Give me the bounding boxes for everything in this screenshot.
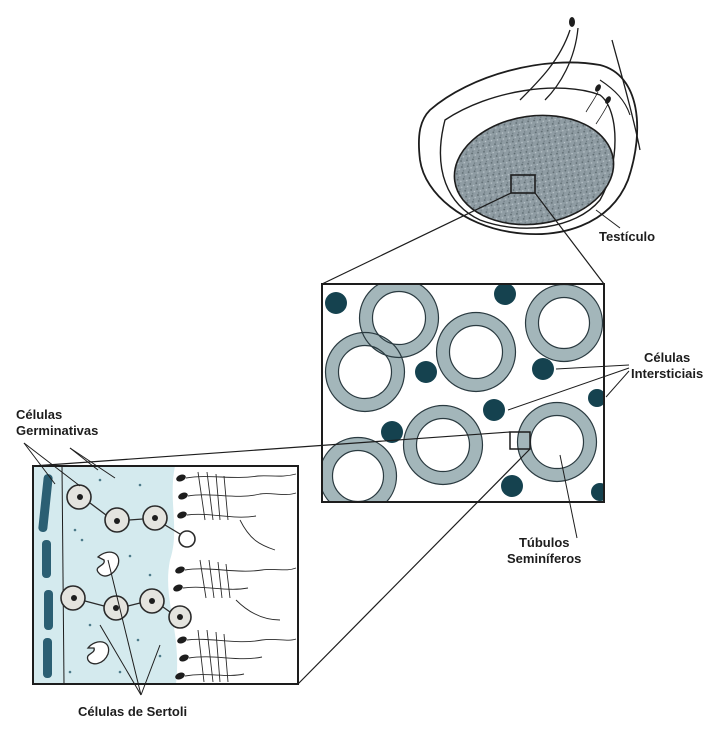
interstitial-cell — [532, 358, 554, 380]
interstitial-cell — [494, 283, 516, 305]
germinal-label-line1: Células — [16, 407, 98, 423]
basement-cell — [43, 638, 52, 678]
sertoli-cells-label: Células de Sertoli — [78, 704, 187, 720]
tubules-label-line1: Túbulos — [507, 535, 581, 551]
interstitial-label-line1: Células — [631, 350, 703, 366]
tubule-cross-section — [320, 279, 610, 515]
basement-cell — [44, 590, 53, 630]
interstitial-cell — [483, 399, 505, 421]
testis-label-text: Testículo — [599, 229, 655, 244]
tubules-label-line2: Seminíferos — [507, 551, 581, 567]
sperm-head-icon — [594, 83, 602, 92]
interstitial-label-line2: Intersticiais — [631, 366, 703, 382]
sperm-head-icon — [569, 17, 575, 27]
interstitial-cell — [501, 475, 523, 497]
germinal-cells-label: Células Germinativas — [16, 407, 98, 439]
testis-label: Testículo — [599, 229, 655, 245]
interstitial-cell — [325, 292, 347, 314]
spermatid — [179, 531, 195, 547]
tubule-wall-detail — [33, 466, 298, 684]
testis-tissue — [447, 105, 620, 234]
basement-cell — [42, 540, 51, 578]
interstitial-cell — [591, 483, 609, 501]
germinal-label-line2: Germinativas — [16, 423, 98, 439]
seminiferous-tubules-label: Túbulos Seminíferos — [507, 535, 581, 567]
testis-illustration — [419, 17, 640, 235]
sertoli-label-text: Células de Sertoli — [78, 704, 187, 719]
interstitial-cell — [415, 361, 437, 383]
interstitial-cells-label: Células Intersticiais — [631, 350, 703, 382]
